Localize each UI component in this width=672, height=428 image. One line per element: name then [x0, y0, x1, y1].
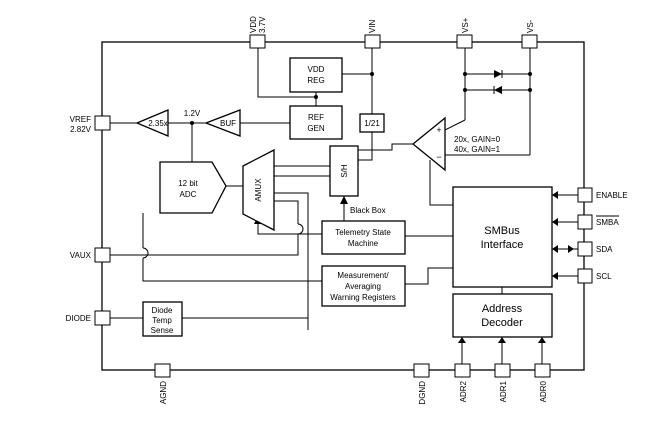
pin-dgnd-label: DGND [418, 381, 427, 405]
pin-vaux-label: VAUX [70, 251, 92, 260]
smbus-label-1: SMBus [484, 225, 520, 237]
pin-vref-label: VREF [70, 115, 91, 124]
pin-adr1-label: ADR1 [499, 380, 508, 402]
pin-sda [577, 241, 593, 257]
measurement-label-1: Measurement/ [337, 271, 389, 280]
address-label-2: Decoder [481, 317, 523, 329]
black-box-label: Black Box [350, 206, 386, 215]
sh-label: S/H [340, 164, 349, 178]
adc-label-2: ADC [180, 190, 197, 199]
address-decoder-block: Address Decoder [452, 293, 553, 338]
adc-block: 12 bit ADC [159, 161, 227, 214]
telemetry-label-2: Machine [348, 239, 379, 248]
pin-diode [94, 310, 111, 326]
smbus-interface-block: SMBus Interface [452, 186, 553, 288]
telemetry-label-1: Telemetry State [335, 228, 391, 237]
pin-adr1 [494, 363, 511, 378]
amp-minus-label: − [436, 152, 441, 162]
vdd-reg-label-2: REG [307, 76, 324, 85]
ref-voltage-label: 1.2V [184, 109, 201, 118]
pin-vin [364, 34, 381, 49]
pin-vref-value-label: 2.82V [70, 125, 92, 134]
protection-diode-top [494, 70, 503, 78]
divider-label: 1/21 [364, 119, 380, 128]
vdd-reg-label-1: VDD [308, 65, 325, 74]
ref-gen-label-2: GEN [307, 124, 325, 133]
ref-gen-label-1: REF [308, 113, 324, 122]
gain-buffer-label: 2.35x [148, 119, 168, 128]
measurement-label-2: Averaging [345, 282, 381, 291]
sh-block: S/H [329, 145, 359, 197]
smbus-label-2: Interface [481, 239, 524, 251]
protection-diode-bottom [493, 86, 502, 94]
diode-label-2: Temp [152, 316, 172, 325]
pin-adr2 [454, 363, 471, 378]
pin-vref [94, 115, 111, 131]
pin-scl [577, 268, 593, 284]
diode-label-1: Diode [152, 306, 173, 315]
pin-vin-label: VIN [368, 19, 377, 33]
amux-label: AMUX [254, 178, 263, 202]
pin-adr0 [534, 363, 551, 378]
current-sense-amplifier: + − [411, 116, 446, 172]
pin-vdd-value-label: 3.7V [258, 16, 267, 33]
pin-vs-minus [521, 34, 538, 49]
telemetry-state-machine-block: Telemetry State Machine [321, 220, 406, 255]
chip-outline [101, 41, 585, 371]
measurement-label-3: Warning Registers [330, 293, 396, 302]
pin-vdd [249, 34, 266, 49]
pin-enable [577, 187, 593, 203]
pin-adr2-label: ADR2 [459, 380, 468, 402]
measurement-registers-block: Measurement/ Averaging Warning Registers [321, 265, 406, 307]
pin-vs-plus-label: VS+ [461, 17, 470, 33]
gain-label-1: 20x, GAIN=0 [454, 135, 501, 144]
divider-block: 1/21 [359, 113, 385, 133]
pin-smba [577, 214, 593, 230]
pin-vs-minus-label: VS- [526, 19, 535, 33]
vdd-reg-block: VDD REG [289, 57, 343, 93]
pin-scl-label: SCL [596, 272, 612, 281]
ref-gen-block: REF GEN [289, 105, 343, 140]
buf-triangle: BUF [204, 109, 241, 137]
diode-temp-sense-block: Diode Temp Sense [142, 301, 183, 337]
buf-label: BUF [220, 119, 236, 128]
gain-buffer-triangle: 2.35x [135, 109, 169, 137]
pin-enable-label: ENABLE [596, 191, 628, 200]
pin-sda-label: SDA [596, 245, 613, 254]
pin-agnd [154, 363, 171, 378]
address-label-1: Address [482, 303, 523, 315]
pin-vs-plus [456, 34, 473, 49]
amux-block: AMUX [242, 148, 275, 232]
adc-label-1: 12 bit [178, 179, 198, 188]
pin-dgnd [413, 363, 430, 378]
pin-agnd-label: AGND [159, 381, 168, 404]
gain-label-2: 40x, GAIN=1 [454, 145, 501, 154]
pin-adr0-label: ADR0 [539, 380, 548, 402]
diode-label-3: Sense [151, 326, 174, 335]
pin-diode-label: DIODE [66, 314, 91, 323]
pin-vaux [94, 247, 111, 263]
pin-smba-label: SMBA [596, 218, 619, 227]
amp-plus-label: + [436, 125, 441, 135]
pin-vdd-label: VDD [249, 16, 258, 33]
